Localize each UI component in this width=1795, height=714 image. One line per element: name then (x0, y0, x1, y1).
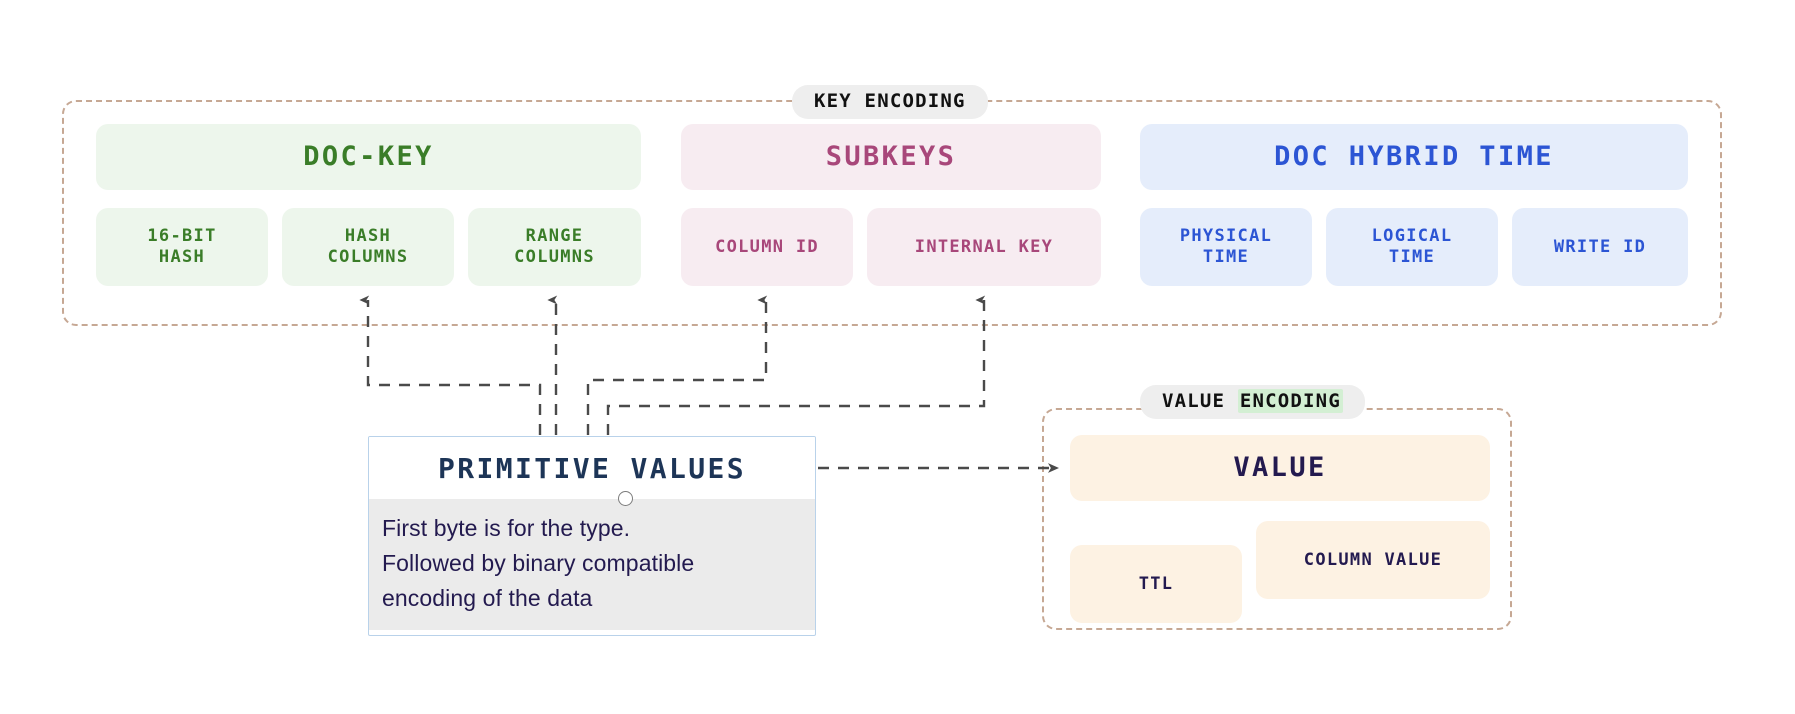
doc-key-header[interactable]: DOC-KEY (96, 124, 641, 190)
doc-hybrid-time-cell-physical-time[interactable]: PHYSICAL TIME (1140, 208, 1312, 286)
doc-hybrid-time-cell-write-id[interactable]: WRITE ID (1512, 208, 1688, 286)
value-cell-column-value[interactable]: COLUMN VALUE (1256, 521, 1490, 599)
doc-key-cell-range-columns[interactable]: RANGE COLUMNS (468, 208, 641, 286)
connector-hash-columns (359, 295, 542, 435)
value-header[interactable]: VALUE (1070, 435, 1490, 501)
doc-hybrid-time-cell-logical-time[interactable]: LOGICAL TIME (1326, 208, 1498, 286)
primitive-values-card[interactable]: PRIMITIVE VALUES First byte is for the t… (368, 436, 816, 636)
primitive-values-title: PRIMITIVE VALUES (369, 437, 815, 499)
primitive-values-body: First byte is for the type. Followed by … (369, 499, 815, 630)
value-cell-ttl[interactable]: TTL (1070, 545, 1242, 623)
value-encoding-group-label: VALUE ENCODING (1140, 385, 1365, 419)
value-encoding-label-prefix: VALUE (1162, 390, 1238, 412)
subkeys-cell-internal-key[interactable]: INTERNAL KEY (867, 208, 1101, 286)
doc-key-cell-16-bit-hash[interactable]: 16-BIT HASH (96, 208, 268, 286)
connector-column-id (586, 295, 768, 435)
doc-key-cell-hash-columns[interactable]: HASH COLUMNS (282, 208, 454, 286)
key-encoding-group-label: KEY ENCODING (792, 85, 988, 119)
key-encoding-label-text: KEY ENCODING (814, 90, 966, 112)
doc-hybrid-time-header[interactable]: DOC HYBRID TIME (1140, 124, 1688, 190)
primitive-values-resize-handle[interactable] (618, 491, 633, 506)
subkeys-cell-column-id[interactable]: COLUMN ID (681, 208, 853, 286)
connector-internal-key (606, 295, 986, 435)
value-encoding-label-highlight: ENCODING (1237, 389, 1343, 413)
subkeys-header[interactable]: SUBKEYS (681, 124, 1101, 190)
